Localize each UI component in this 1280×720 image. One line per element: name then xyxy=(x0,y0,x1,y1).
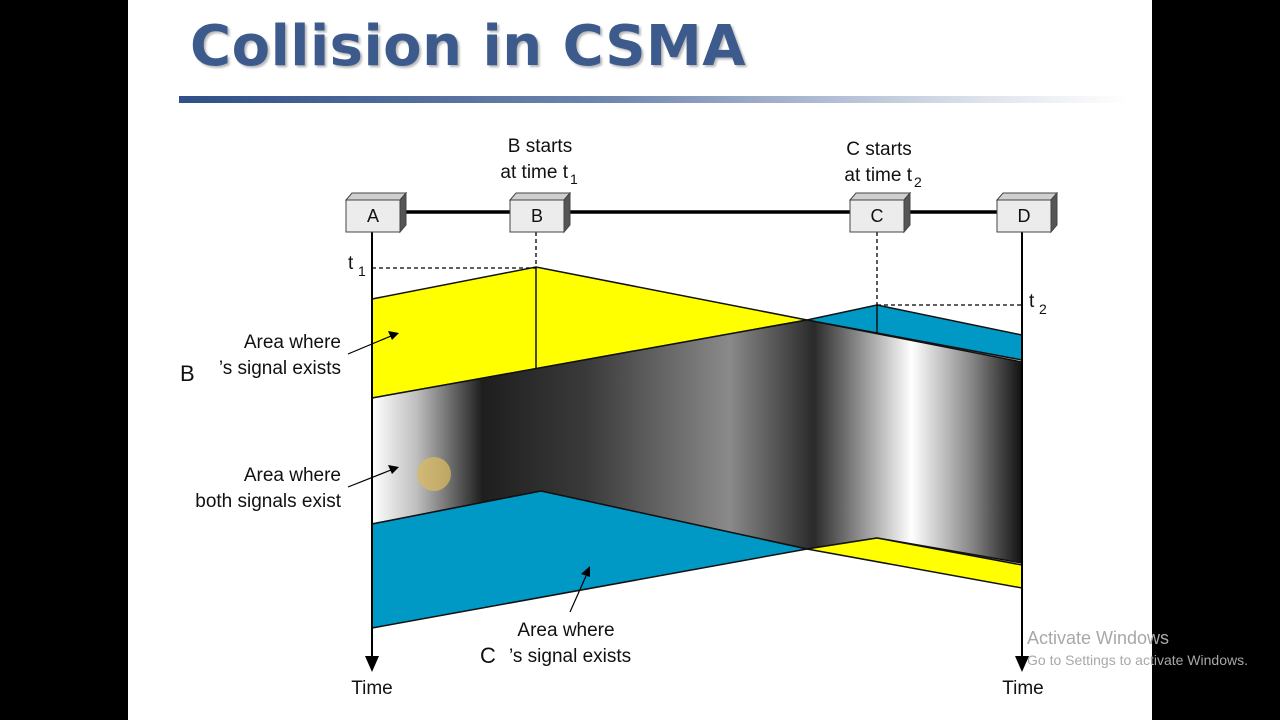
c-signal-station-letter: C xyxy=(480,643,496,668)
station-d-box: D xyxy=(995,191,1059,234)
csma-collision-diagram: A B C D B starts at time t 1 C starts at… xyxy=(180,136,1059,699)
b-start-label-line2: at time t xyxy=(500,162,568,183)
c-start-label-line2: at time t xyxy=(844,165,912,186)
b-signal-annotation-line2: ’s signal exists xyxy=(219,358,341,379)
slide-title: Collision in CSMA xyxy=(190,14,747,79)
station-b-label: B xyxy=(531,206,543,226)
station-a-box: A xyxy=(344,191,408,234)
title-underline xyxy=(179,96,1129,103)
b-signal-station-letter: B xyxy=(180,361,195,386)
c-signal-annotation-line2: ’s signal exists xyxy=(509,646,631,667)
c-signal-pointer-line xyxy=(569,575,587,613)
arrow-head-icon xyxy=(388,331,399,340)
c-start-label-sub: 2 xyxy=(914,174,922,190)
station-c-label: C xyxy=(871,206,884,226)
both-annotation-line2: both signals exist xyxy=(195,491,341,512)
time-axis-label-a: Time xyxy=(351,678,393,699)
both-annotation-line1: Area where xyxy=(244,465,341,486)
pointer-highlight xyxy=(417,457,451,491)
slide: Collision in CSMA xyxy=(128,0,1152,720)
both-pointer-line xyxy=(347,469,392,488)
arrow-down-icon xyxy=(365,656,379,672)
t1-marker: t xyxy=(348,253,354,274)
t1-marker-sub: 1 xyxy=(358,263,366,279)
c-start-label-line1: C starts xyxy=(846,139,911,160)
b-signal-pointer-line xyxy=(347,335,392,355)
station-c-box: C xyxy=(848,191,912,234)
station-d-label: D xyxy=(1018,206,1031,226)
arrow-down-icon xyxy=(1015,656,1029,672)
b-start-label-sub: 1 xyxy=(570,171,578,187)
b-start-label-line1: B starts xyxy=(508,136,572,157)
time-axis-label-d: Time xyxy=(1002,678,1044,699)
b-signal-annotation-line1: Area where xyxy=(244,332,341,353)
arrow-head-icon xyxy=(388,465,399,474)
arrow-head-icon xyxy=(581,566,590,577)
station-a-label: A xyxy=(367,206,379,226)
t2-marker: t xyxy=(1029,291,1035,312)
station-b-box: B xyxy=(508,191,572,234)
c-signal-annotation-line1: Area where xyxy=(517,620,614,641)
t2-marker-sub: 2 xyxy=(1039,301,1047,317)
